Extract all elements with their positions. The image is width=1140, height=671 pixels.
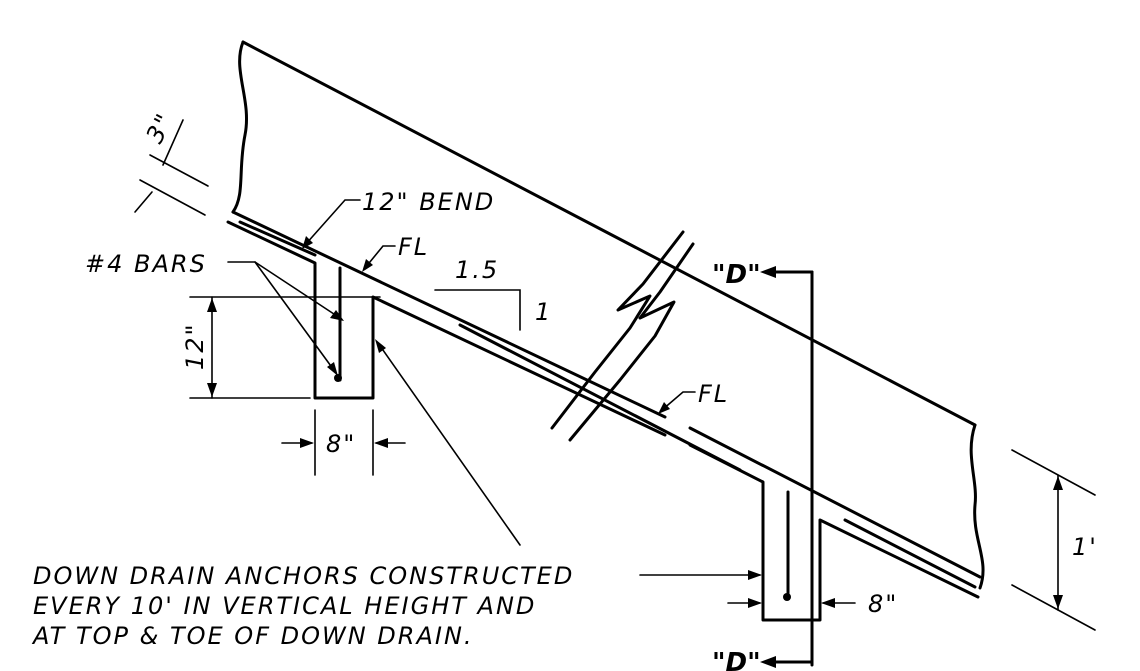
break-symbol-lower	[568, 242, 695, 442]
dim-1ft-arrow-bot	[1053, 595, 1063, 609]
slope-top-line	[241, 40, 977, 427]
dim-8in-left-head-r	[374, 438, 388, 448]
note-line-2: EVERY 10' IN VERTICAL HEIGHT AND	[33, 592, 536, 620]
leader-fl-lower	[661, 391, 696, 411]
rebar-line-3	[843, 518, 977, 589]
label-section-bottom: "D"	[712, 648, 761, 671]
break-symbol-upper	[550, 230, 685, 430]
leader-fl-upper	[364, 245, 396, 269]
note-line-3: AT TOP & TOE OF DOWN DRAIN.	[31, 622, 474, 650]
right-bar-dot	[783, 593, 791, 601]
label-slope-rise: 1	[535, 298, 552, 326]
label-8in-left: 8"	[326, 430, 356, 458]
right-break-curve	[969, 423, 985, 590]
leader-fl-lower-head	[658, 402, 670, 414]
leader-12in-bend	[304, 199, 361, 246]
dim-3in-ext-1	[139, 179, 206, 216]
rebar-line-2	[458, 323, 742, 472]
label-8in-right: 8"	[868, 590, 898, 618]
label-section-top: "D"	[712, 260, 761, 290]
label-4-bars: #4 BARS	[85, 250, 207, 278]
rebar-line-1	[238, 220, 317, 257]
drain-surface-lower-right	[688, 443, 980, 622]
note-line-1: DOWN DRAIN ANCHORS CONSTRUCTED	[33, 562, 574, 590]
drain-surface-upper-left	[231, 210, 667, 419]
label-1ft: 1'	[1072, 533, 1098, 561]
dim-8in-right-head-r	[821, 598, 835, 608]
dim-1ft-ext-bot	[1011, 584, 1096, 631]
label-fl-lower: FL	[698, 380, 729, 408]
left-break-curve	[231, 40, 248, 214]
dim-8in-right-head-l	[748, 598, 762, 608]
dim-3in-line-2	[134, 191, 153, 213]
leader-bars-1-head	[330, 310, 344, 321]
leader-bars-1	[227, 261, 341, 319]
leader-note-left-anchor	[377, 342, 521, 546]
leader-note-right-anchor-head	[748, 570, 762, 580]
label-fl-upper: FL	[398, 233, 429, 261]
section-arrowhead-top	[760, 266, 776, 278]
dim-12in-arrow-bot	[207, 383, 217, 397]
dim-8in-left-head-l	[300, 438, 314, 448]
leader-bars-2-head	[327, 362, 338, 376]
dim-3in-line	[162, 119, 184, 166]
left-bar-dot	[334, 374, 342, 382]
dim-1ft-arrow-top	[1053, 476, 1063, 490]
label-12in-bend: 12" BEND	[362, 188, 495, 216]
label-slope-run: 1.5	[455, 256, 499, 284]
drain-surface-upper-right	[688, 426, 982, 579]
dim-12in-arrow-top	[207, 298, 217, 312]
leader-12in-bend-head	[302, 236, 313, 249]
leader-bars-2	[254, 261, 337, 374]
leader-fl-upper-head	[362, 259, 373, 272]
slope-indicator	[434, 289, 521, 331]
dim-1ft-ext-top	[1011, 449, 1096, 496]
leader-note-left-anchor-head	[375, 339, 386, 353]
label-12in: 12"	[181, 322, 209, 370]
section-arrowhead-bottom	[760, 656, 776, 668]
drain-surface-lower-left	[226, 220, 667, 437]
dim-3in-ext-2	[149, 154, 209, 187]
